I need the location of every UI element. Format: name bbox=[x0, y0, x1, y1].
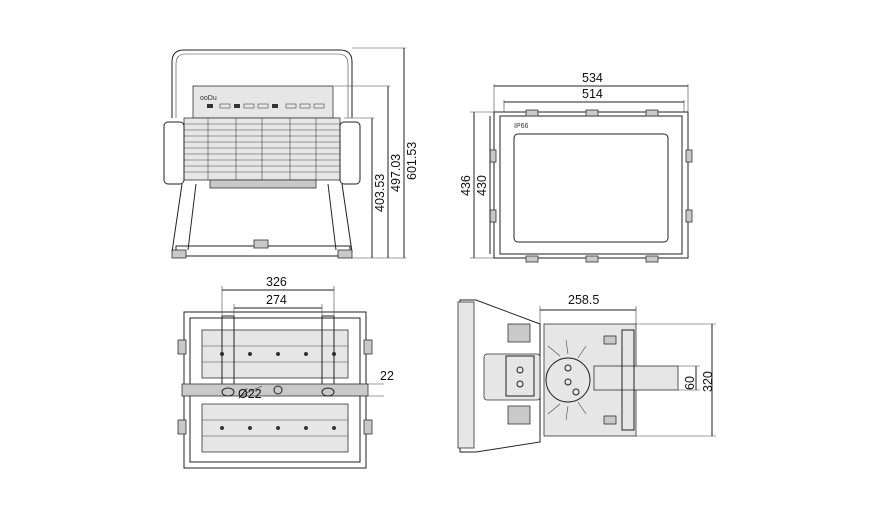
front-view: ooDu bbox=[163, 47, 419, 259]
heatsink-fins bbox=[183, 117, 341, 181]
bottom-view: 326 274 Ø22 22 bbox=[177, 275, 394, 469]
driver-indicator-row bbox=[207, 103, 325, 109]
dim-width-inner: 514 bbox=[582, 87, 603, 101]
dim-hole-diameter: Ø22 bbox=[238, 387, 262, 401]
dim-bracket-width: 60 bbox=[683, 376, 697, 390]
dim-height-inner: 430 bbox=[475, 175, 489, 196]
dim-side-height: 320 bbox=[701, 371, 715, 392]
dim-bottom-inner: 274 bbox=[266, 293, 287, 307]
dim-height-low: 403.53 bbox=[373, 174, 387, 212]
dim-width-outer: 534 bbox=[582, 71, 603, 85]
front-brand-logo: ooDu bbox=[200, 95, 217, 102]
top-ip-label: IP66 bbox=[514, 123, 529, 130]
dim-height-mid: 497.03 bbox=[389, 154, 403, 192]
tilt-angle-marks bbox=[547, 339, 587, 421]
led-modules bbox=[202, 345, 348, 437]
side-view: 258.5 60 320 bbox=[457, 293, 716, 453]
dim-height-outer: 436 bbox=[459, 175, 473, 196]
dim-height-total: 601.53 bbox=[405, 142, 419, 180]
dim-side-depth: 258.5 bbox=[568, 293, 599, 307]
top-view: IP66 534 514 436 430 bbox=[459, 71, 693, 263]
dim-slot: 22 bbox=[380, 369, 394, 383]
dim-bottom-outer: 326 bbox=[266, 275, 287, 289]
